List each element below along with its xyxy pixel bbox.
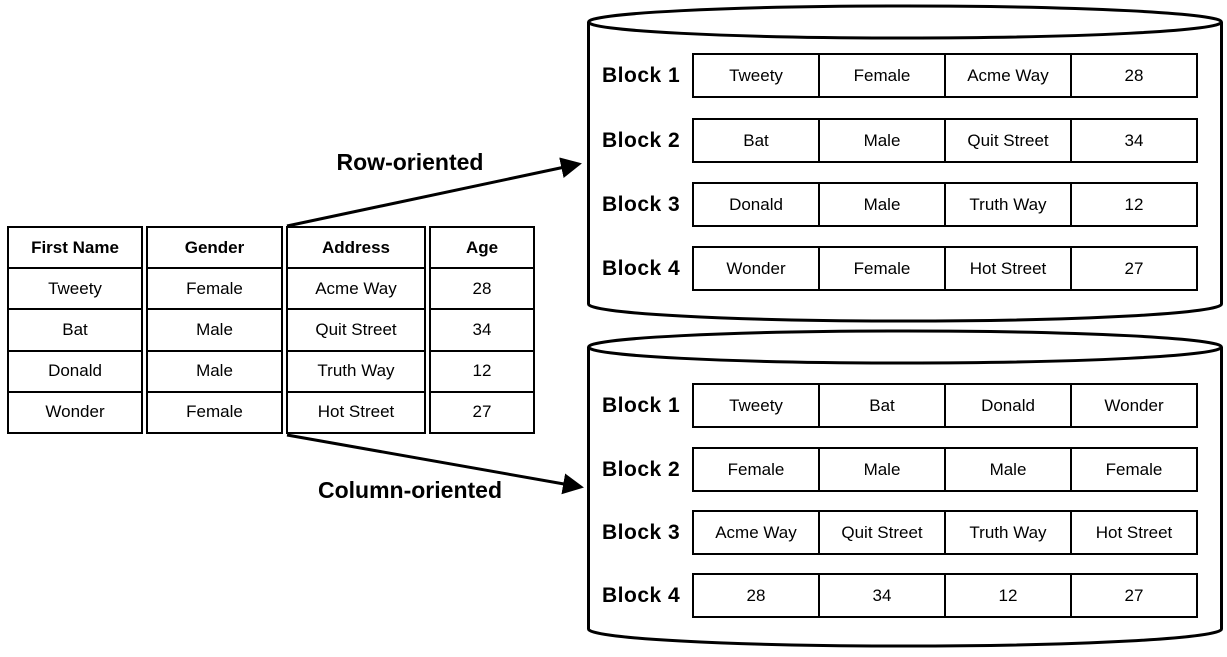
block-cell: Truth Way <box>944 512 1070 553</box>
block-cell: Male <box>818 184 944 225</box>
column-header-gender: Gender <box>184 237 245 257</box>
block-cell: Donald <box>944 385 1070 426</box>
block-cell: Tweety <box>729 65 783 85</box>
block-cell: 27 <box>1070 575 1196 616</box>
column-store-block-1: Block 1 Tweety Bat Donald Wonder <box>602 383 1198 428</box>
block-box: Tweety Female Acme Way 28 <box>692 53 1198 98</box>
row-store-block-4: Block 4 Wonder Female Hot Street 27 <box>602 246 1198 291</box>
block-cell: Donald <box>729 194 783 214</box>
block-box: Acme Way Quit Street Truth Way Hot Stree… <box>692 510 1198 555</box>
block-label: Block 2 <box>602 128 681 152</box>
source-table: First Name Tweety Bat Donald Wonder Gend… <box>7 226 535 434</box>
database-cylinder-icon <box>587 329 1223 648</box>
row-store-cylinder: Block 1 Tweety Female Acme Way 28 Block … <box>586 3 1224 325</box>
block-cell: Female <box>727 459 785 479</box>
block-label: Block 3 <box>602 192 681 216</box>
table-cell: Hot Street <box>288 390 424 432</box>
column-header-age: Age <box>465 237 499 257</box>
table-cell: Tweety <box>9 267 141 308</box>
source-table-column-first-name: First Name Tweety Bat Donald Wonder <box>7 226 143 434</box>
table-cell: Donald <box>9 349 141 391</box>
block-cell: Truth Way <box>944 184 1070 225</box>
block-cell: 28 <box>1070 55 1196 96</box>
row-oriented-arrow <box>286 157 582 228</box>
block-cell: Male <box>944 449 1070 490</box>
table-cell: Bat <box>9 308 141 349</box>
column-header-address: Address <box>321 237 391 257</box>
block-label: Block 4 <box>602 256 681 280</box>
block-cell: Wonder <box>726 258 786 278</box>
column-store-block-2: Block 2 Female Male Male Female <box>602 447 1198 492</box>
block-label: Block 1 <box>602 63 681 87</box>
row-oriented-label: Row-oriented <box>336 149 484 175</box>
block-cell: 34 <box>1070 120 1196 161</box>
source-table-column-address: Address Acme Way Quit Street Truth Way H… <box>286 226 426 434</box>
table-cell: 28 <box>431 267 533 308</box>
column-oriented-arrow <box>286 433 584 495</box>
table-cell: Truth Way <box>288 349 424 391</box>
source-table-column-age: Age 28 34 12 27 <box>429 226 535 434</box>
table-cell: Female <box>148 390 281 432</box>
block-box: Tweety Bat Donald Wonder <box>692 383 1198 428</box>
database-cylinder-icon <box>587 4 1223 323</box>
block-cell: Bat <box>818 385 944 426</box>
block-cell: 12 <box>944 575 1070 616</box>
block-cell: Quit Street <box>944 120 1070 161</box>
block-cell: 12 <box>1070 184 1196 225</box>
table-cell: 27 <box>431 390 533 432</box>
column-store-block-4: Block 4 28 34 12 27 <box>602 573 1198 618</box>
block-cell: Female <box>818 248 944 289</box>
source-table-column-gender: Gender Female Male Male Female <box>146 226 283 434</box>
table-cell: Male <box>148 349 281 391</box>
column-store-cylinder: Block 1 Tweety Bat Donald Wonder Block 2… <box>586 328 1224 650</box>
block-cell: 34 <box>818 575 944 616</box>
row-store-block-2: Block 2 Bat Male Quit Street 34 <box>602 118 1198 163</box>
table-cell: Wonder <box>9 390 141 432</box>
block-cell: Wonder <box>1070 385 1196 426</box>
block-cell: Male <box>818 120 944 161</box>
block-cell: Bat <box>743 130 769 150</box>
block-cell: Tweety <box>729 395 783 415</box>
table-cell: 34 <box>431 308 533 349</box>
block-cell: Quit Street <box>818 512 944 553</box>
block-cell: 27 <box>1070 248 1196 289</box>
block-label: Block 3 <box>602 520 681 544</box>
block-label: Block 2 <box>602 457 681 481</box>
block-cell: Male <box>818 449 944 490</box>
table-cell: Quit Street <box>288 308 424 349</box>
block-box: 28 34 12 27 <box>692 573 1198 618</box>
table-cell: 12 <box>431 349 533 391</box>
block-cell: Hot Street <box>1070 512 1196 553</box>
block-box: Donald Male Truth Way 12 <box>692 182 1198 227</box>
block-cell: Acme Way <box>715 522 797 542</box>
block-cell: 28 <box>746 585 766 605</box>
block-box: Female Male Male Female <box>692 447 1198 492</box>
block-cell: Hot Street <box>944 248 1070 289</box>
column-header-first-name: First Name <box>31 237 119 257</box>
block-box: Bat Male Quit Street 34 <box>692 118 1198 163</box>
block-cell: Female <box>1070 449 1196 490</box>
table-cell: Female <box>148 267 281 308</box>
row-store-block-1: Block 1 Tweety Female Acme Way 28 <box>602 53 1198 98</box>
row-store-block-3: Block 3 Donald Male Truth Way 12 <box>602 182 1198 227</box>
block-label: Block 4 <box>602 583 681 607</box>
block-label: Block 1 <box>602 393 681 417</box>
table-cell: Acme Way <box>288 267 424 308</box>
block-cell: Female <box>818 55 944 96</box>
column-store-block-3: Block 3 Acme Way Quit Street Truth Way H… <box>602 510 1198 555</box>
table-cell: Male <box>148 308 281 349</box>
block-box: Wonder Female Hot Street 27 <box>692 246 1198 291</box>
block-cell: Acme Way <box>944 55 1070 96</box>
column-oriented-label: Column-oriented <box>318 477 502 503</box>
